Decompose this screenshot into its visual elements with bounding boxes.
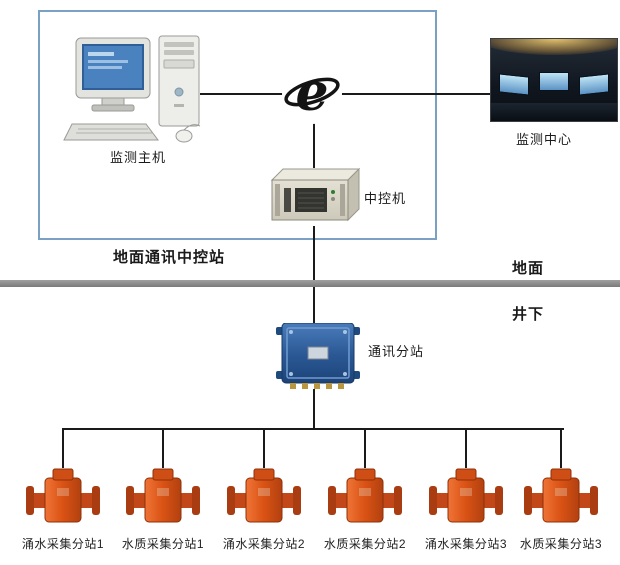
collector-label: 涌水采集分站3 — [424, 537, 508, 551]
link-host-internet — [200, 93, 288, 95]
blue-junction-box-icon — [276, 322, 360, 389]
underground-label: 井下 — [512, 306, 545, 323]
collector-station-1: 涌水采集分站1 — [13, 466, 113, 552]
orange-flow-sensor-icon — [227, 468, 301, 523]
collector-label: 水质采集分站3 — [519, 537, 603, 551]
control-machine-label: 中控机 — [364, 191, 407, 206]
collector-station-6: 水质采集分站3 — [511, 466, 611, 552]
monitor-center-label: 监测中心 — [516, 132, 573, 147]
orange-flow-sensor-icon — [328, 468, 402, 523]
collector-label: 水质采集分站1 — [121, 537, 205, 551]
bus-line — [62, 428, 564, 430]
monitor-host — [62, 30, 212, 148]
comm-substation-label: 通讯分站 — [368, 344, 425, 359]
drop-line-4 — [364, 428, 366, 468]
comm-substation — [276, 322, 360, 391]
internet-e-logo-icon: e — [284, 65, 340, 123]
link-internet-server — [313, 121, 315, 168]
orange-flow-sensor-icon — [126, 468, 200, 523]
collector-station-5: 涌水采集分站3 — [416, 466, 516, 552]
link-substation-bus — [313, 389, 315, 430]
drop-line-5 — [465, 428, 467, 468]
ground-station-label: 地面通讯中控站 — [113, 249, 226, 266]
collector-label: 涌水采集分站2 — [222, 537, 306, 551]
collector-station-4: 水质采集分站2 — [315, 466, 415, 552]
collector-station-2: 水质采集分站1 — [113, 466, 213, 552]
internet-node: e — [282, 64, 342, 124]
collector-station-3: 涌水采集分站2 — [214, 466, 314, 552]
orange-flow-sensor-icon — [524, 468, 598, 523]
drop-line-6 — [560, 428, 562, 468]
monitor-host-label: 监测主机 — [110, 150, 167, 165]
control-server — [262, 166, 362, 228]
link-server-substation — [313, 226, 315, 325]
surface-label: 地面 — [512, 260, 545, 277]
drop-line-2 — [162, 428, 164, 468]
control-desk — [491, 103, 617, 121]
desktop-computer-icon — [63, 35, 201, 143]
drop-line-3 — [263, 428, 265, 468]
orange-flow-sensor-icon — [429, 468, 503, 523]
video-wall-screen — [539, 72, 569, 91]
ceiling-light-glow — [491, 39, 617, 55]
link-internet-center — [336, 93, 490, 95]
rack-server-icon — [270, 167, 361, 222]
svg-text:e: e — [295, 65, 328, 123]
collector-label: 水质采集分站2 — [323, 537, 407, 551]
orange-flow-sensor-icon — [26, 468, 100, 523]
surface-divider — [0, 280, 620, 287]
video-wall-screen — [499, 73, 529, 96]
video-wall-screen — [579, 73, 609, 96]
collector-label: 涌水采集分站1 — [21, 537, 105, 551]
drop-line-1 — [62, 428, 64, 468]
monitoring-center-photo — [490, 38, 618, 122]
